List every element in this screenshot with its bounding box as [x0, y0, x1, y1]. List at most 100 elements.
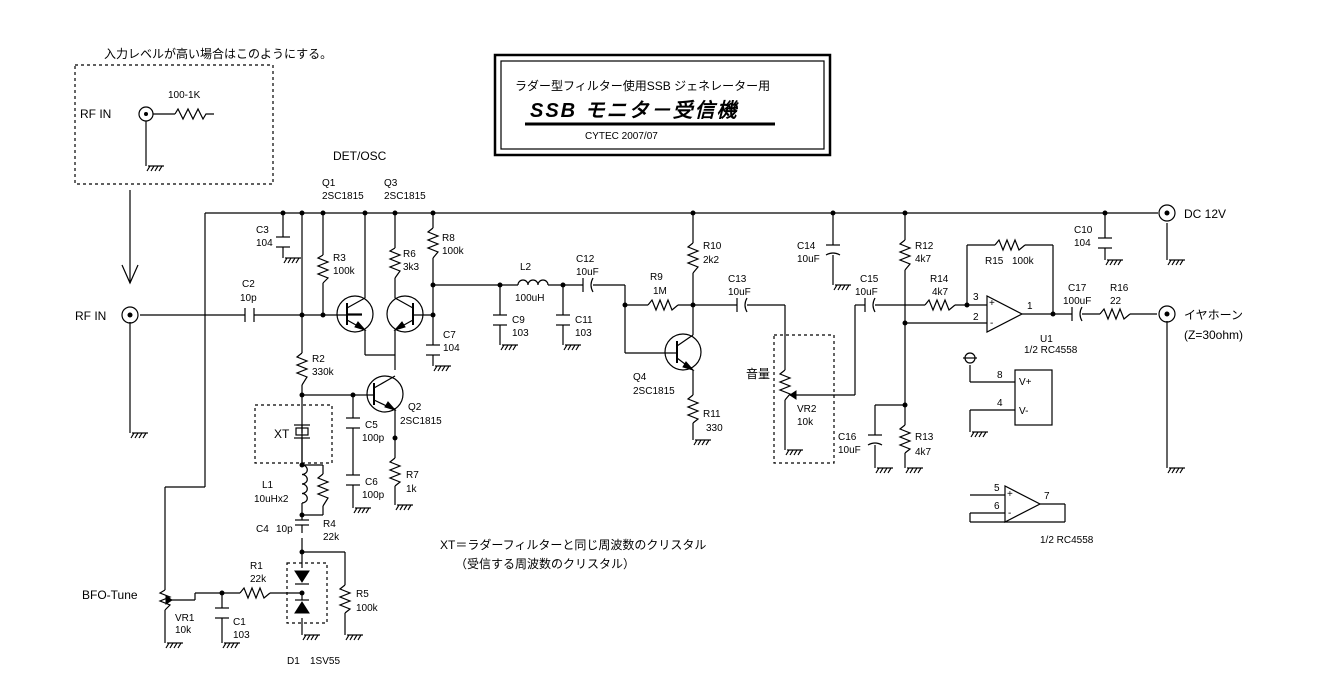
c14-ref: C14: [797, 241, 816, 252]
xt-note-2: （受信する周波数のクリスタル）: [455, 556, 635, 571]
labels: DET/OSC RF IN DC 12V イヤホーン (Z=30ohm) BFO…: [75, 149, 1243, 667]
c6-value: 100p: [362, 490, 385, 501]
c15-ref: C15: [860, 274, 879, 285]
xt-note-1: XT＝ラダーフィルターと同じ周波数のクリスタル: [440, 537, 706, 552]
c1-value: 103: [233, 630, 250, 641]
capacitors: [215, 236, 1112, 619]
q2-value: 2SC1815: [400, 416, 442, 427]
c6-ref: C6: [365, 477, 378, 488]
pin-1: 1: [1027, 301, 1033, 312]
title-block: ラダー型フィルター使用SSB ジェネレーター用 SSB モニタ－受信機 CYTE…: [493, 53, 832, 157]
impedance-label: (Z=30ohm): [1184, 328, 1243, 342]
c5-value: 100p: [362, 433, 385, 444]
r7-value: 1k: [406, 484, 418, 495]
c2-ref: C2: [242, 279, 255, 290]
r4-value: 22k: [323, 532, 340, 543]
r8-value: 100k: [442, 246, 465, 257]
q3-ref: Q3: [384, 178, 398, 189]
r9-ref: R9: [650, 272, 663, 283]
title-line-1: ラダー型フィルター使用SSB ジェネレーター用: [515, 78, 770, 93]
r3-ref: R3: [333, 253, 346, 264]
supply-vplus: V+: [1019, 377, 1032, 388]
r9-value: 1M: [653, 286, 667, 297]
r10-ref: R10: [703, 241, 722, 252]
q2-ref: Q2: [408, 402, 422, 413]
c2-value: 10p: [240, 293, 257, 304]
q1-ref: Q1: [322, 178, 336, 189]
c15-value: 10uF: [855, 287, 878, 298]
c9-value: 103: [512, 328, 529, 339]
c14-value: 10uF: [797, 254, 820, 265]
c16-ref: C16: [838, 432, 857, 443]
l2-value: 100uH: [515, 293, 544, 304]
pin-8: 8: [997, 370, 1003, 381]
pin-6: 6: [994, 501, 1000, 512]
c10-value: 104: [1074, 238, 1091, 249]
r2-value: 330k: [312, 367, 335, 378]
input-attenuator-note: 入力レベルが高い場合はこのようにする。 RF IN 100-1K: [74, 46, 332, 285]
d1-value: 1SV55: [310, 656, 340, 667]
l1-ref: L1: [262, 480, 274, 491]
xt-ref: XT: [274, 427, 290, 441]
wiring: [129, 212, 1168, 643]
r12-value: 4k7: [915, 254, 932, 265]
r5-value: 100k: [356, 603, 379, 614]
misc-parts: [121, 204, 1176, 624]
resistors: [239, 227, 1131, 614]
rf-in-port-label: RF IN: [75, 309, 106, 323]
pin-3: 3: [973, 292, 979, 303]
c17-value: 100uF: [1063, 296, 1091, 307]
r1-value: 22k: [250, 574, 267, 585]
r11-ref: R11: [703, 409, 721, 420]
title-line-2: SSB モニタ－受信機: [530, 99, 740, 122]
pin-5: 5: [994, 483, 1000, 494]
c12-ref: C12: [576, 254, 595, 265]
r13-ref: R13: [915, 432, 934, 443]
c16-value: 10uF: [838, 445, 861, 456]
l1-value: 10uHx2: [254, 494, 289, 505]
pin-7: 7: [1044, 491, 1050, 502]
l2-ref: L2: [520, 262, 532, 273]
r3-value: 100k: [333, 266, 356, 277]
r7-ref: R7: [406, 470, 419, 481]
c17-ref: C17: [1068, 283, 1087, 294]
c9-ref: C9: [512, 315, 525, 326]
volume-label: 音量: [746, 366, 770, 381]
r12-ref: R12: [915, 241, 934, 252]
c11-value: 103: [575, 328, 592, 339]
u1-value: 1/2 RC4558: [1024, 345, 1078, 356]
r16-ref: R16: [1110, 283, 1129, 294]
resistor-box-label: 100-1K: [168, 90, 201, 101]
u1-ref: U1: [1040, 334, 1053, 345]
supply-vminus: V-: [1019, 406, 1028, 417]
grounds: [130, 257, 1186, 649]
r11-value: 330: [706, 423, 723, 434]
top-note: 入力レベルが高い場合はこのようにする。: [104, 46, 332, 61]
transistors: [336, 295, 702, 413]
u1b-minus: -: [1008, 508, 1011, 519]
r15-value: 100k: [1012, 256, 1035, 267]
c1-ref: C1: [233, 617, 246, 628]
c13-ref: C13: [728, 274, 747, 285]
vr2-ref: VR2: [797, 404, 817, 415]
dc-port-label: DC 12V: [1184, 207, 1226, 221]
r16-value: 22: [1110, 296, 1122, 307]
c3-value: 104: [256, 238, 273, 249]
pin-4: 4: [997, 398, 1003, 409]
r6-value: 3k3: [403, 262, 420, 273]
r2-ref: R2: [312, 354, 325, 365]
u1a-minus: -: [990, 318, 993, 329]
r1-ref: R1: [250, 561, 263, 572]
c13-value: 10uF: [728, 287, 751, 298]
q1-value: 2SC1815: [322, 191, 364, 202]
c4-value: 10p: [276, 524, 293, 535]
d1-ref: D1: [287, 656, 300, 667]
r8-ref: R8: [442, 233, 455, 244]
title-line-3: CYTEC 2007/07: [585, 131, 658, 142]
r15-ref: R15: [985, 256, 1004, 267]
r13-value: 4k7: [915, 447, 932, 458]
q4-ref: Q4: [633, 372, 647, 383]
det-osc-label: DET/OSC: [333, 149, 387, 163]
r10-value: 2k2: [703, 255, 720, 266]
